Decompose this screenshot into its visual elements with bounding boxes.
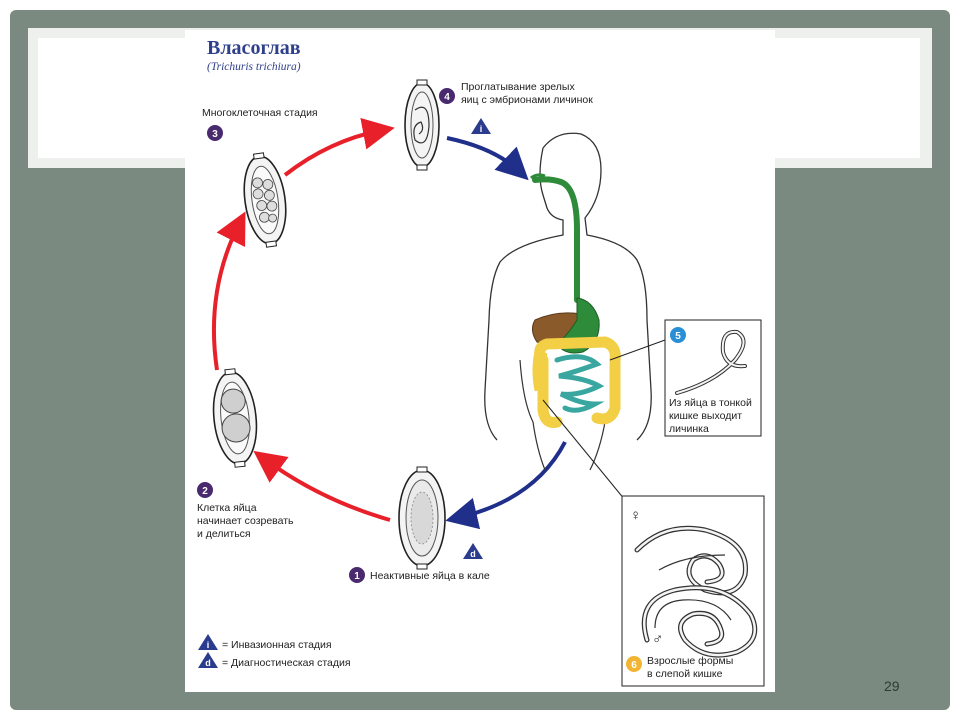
svg-text:d: d — [470, 549, 476, 559]
egg-stage-2 — [212, 368, 258, 468]
figure-title: Власоглав — [207, 37, 301, 59]
female-symbol: ♀ — [630, 507, 641, 524]
inset-stage-6 — [621, 495, 765, 687]
stage-label-2-line-3: и делиться — [197, 528, 251, 540]
egg-stage-1 — [398, 466, 446, 570]
stage-badge-1: 1 — [349, 567, 365, 583]
diagnostic-stage-marker: d — [463, 543, 483, 559]
svg-text:i: i — [207, 640, 210, 650]
callout-line-stage6 — [542, 399, 626, 501]
stage-label-5-line-2: кишке выходит — [669, 410, 742, 422]
small-intestine — [554, 354, 605, 413]
svg-text:1: 1 — [354, 571, 360, 582]
arrow-stage3-to-4 — [283, 117, 395, 177]
esophagus — [532, 176, 580, 303]
page-number: 29 — [884, 678, 900, 694]
stage-label-6-line-2: в слепой кишке — [647, 668, 723, 680]
arrow-ingestion — [446, 136, 529, 181]
legend-diagnostic-text: = Диагностическая стадия — [222, 657, 351, 669]
arrow-stage1-to-2 — [253, 450, 391, 522]
stage-badge-3: 3 — [207, 125, 223, 141]
stage-label-4-line-1: Проглатывание зрелых — [461, 81, 575, 93]
stage-badge-4: 4 — [439, 88, 455, 104]
legend-infective-icon: i — [198, 634, 218, 650]
egg-stage-3 — [243, 152, 287, 248]
stage-label-5-line-3: личинка — [669, 423, 709, 435]
figure-subtitle: (Trichuris trichiura) — [207, 61, 301, 73]
stage-label-5-line-1: Из яйца в тонкой — [669, 397, 752, 409]
mouth — [530, 173, 546, 180]
lifecycle-diagram: Власоглав (Trichuris trichiura) — [197, 37, 765, 687]
svg-text:i: i — [480, 124, 483, 134]
callout-line-stage5 — [609, 339, 666, 361]
stage-badge-5: 5 — [670, 327, 686, 343]
arrow-stage2-to-3 — [211, 211, 246, 371]
stage-label-2-line-1: Клетка яйца — [197, 502, 257, 514]
arrow-excretion — [445, 441, 567, 530]
infective-stage-marker: i — [471, 118, 491, 134]
legend-diagnostic-icon: d — [198, 652, 218, 668]
legend: i = Инвазионная стадия d = Диагностическ… — [198, 634, 351, 669]
svg-text:d: d — [205, 658, 211, 668]
stage-label-4-line-2: яиц с эмбрионами личинок — [461, 94, 593, 106]
stage-badge-2: 2 — [197, 482, 213, 498]
male-symbol: ♂ — [652, 631, 663, 648]
svg-text:5: 5 — [675, 331, 681, 342]
large-intestine — [534, 336, 621, 428]
stage-label-1: Неактивные яйца в кале — [370, 570, 490, 582]
svg-text:4: 4 — [444, 92, 450, 103]
egg-stage-4 — [404, 79, 440, 171]
stage-label-6-line-1: Взрослые формы — [647, 655, 733, 667]
lifecycle-figure: Власоглав (Trichuris trichiura) — [185, 30, 775, 692]
svg-text:3: 3 — [212, 129, 218, 140]
stage-badge-6: 6 — [626, 656, 642, 672]
legend-infective-text: = Инвазионная стадия — [222, 639, 332, 651]
svg-text:2: 2 — [202, 486, 208, 497]
stage-label-2-line-2: начинает созревать — [197, 515, 294, 527]
stage-label-3: Многоклеточная стадия — [202, 107, 318, 119]
svg-text:6: 6 — [631, 660, 637, 671]
cecum — [532, 350, 548, 392]
